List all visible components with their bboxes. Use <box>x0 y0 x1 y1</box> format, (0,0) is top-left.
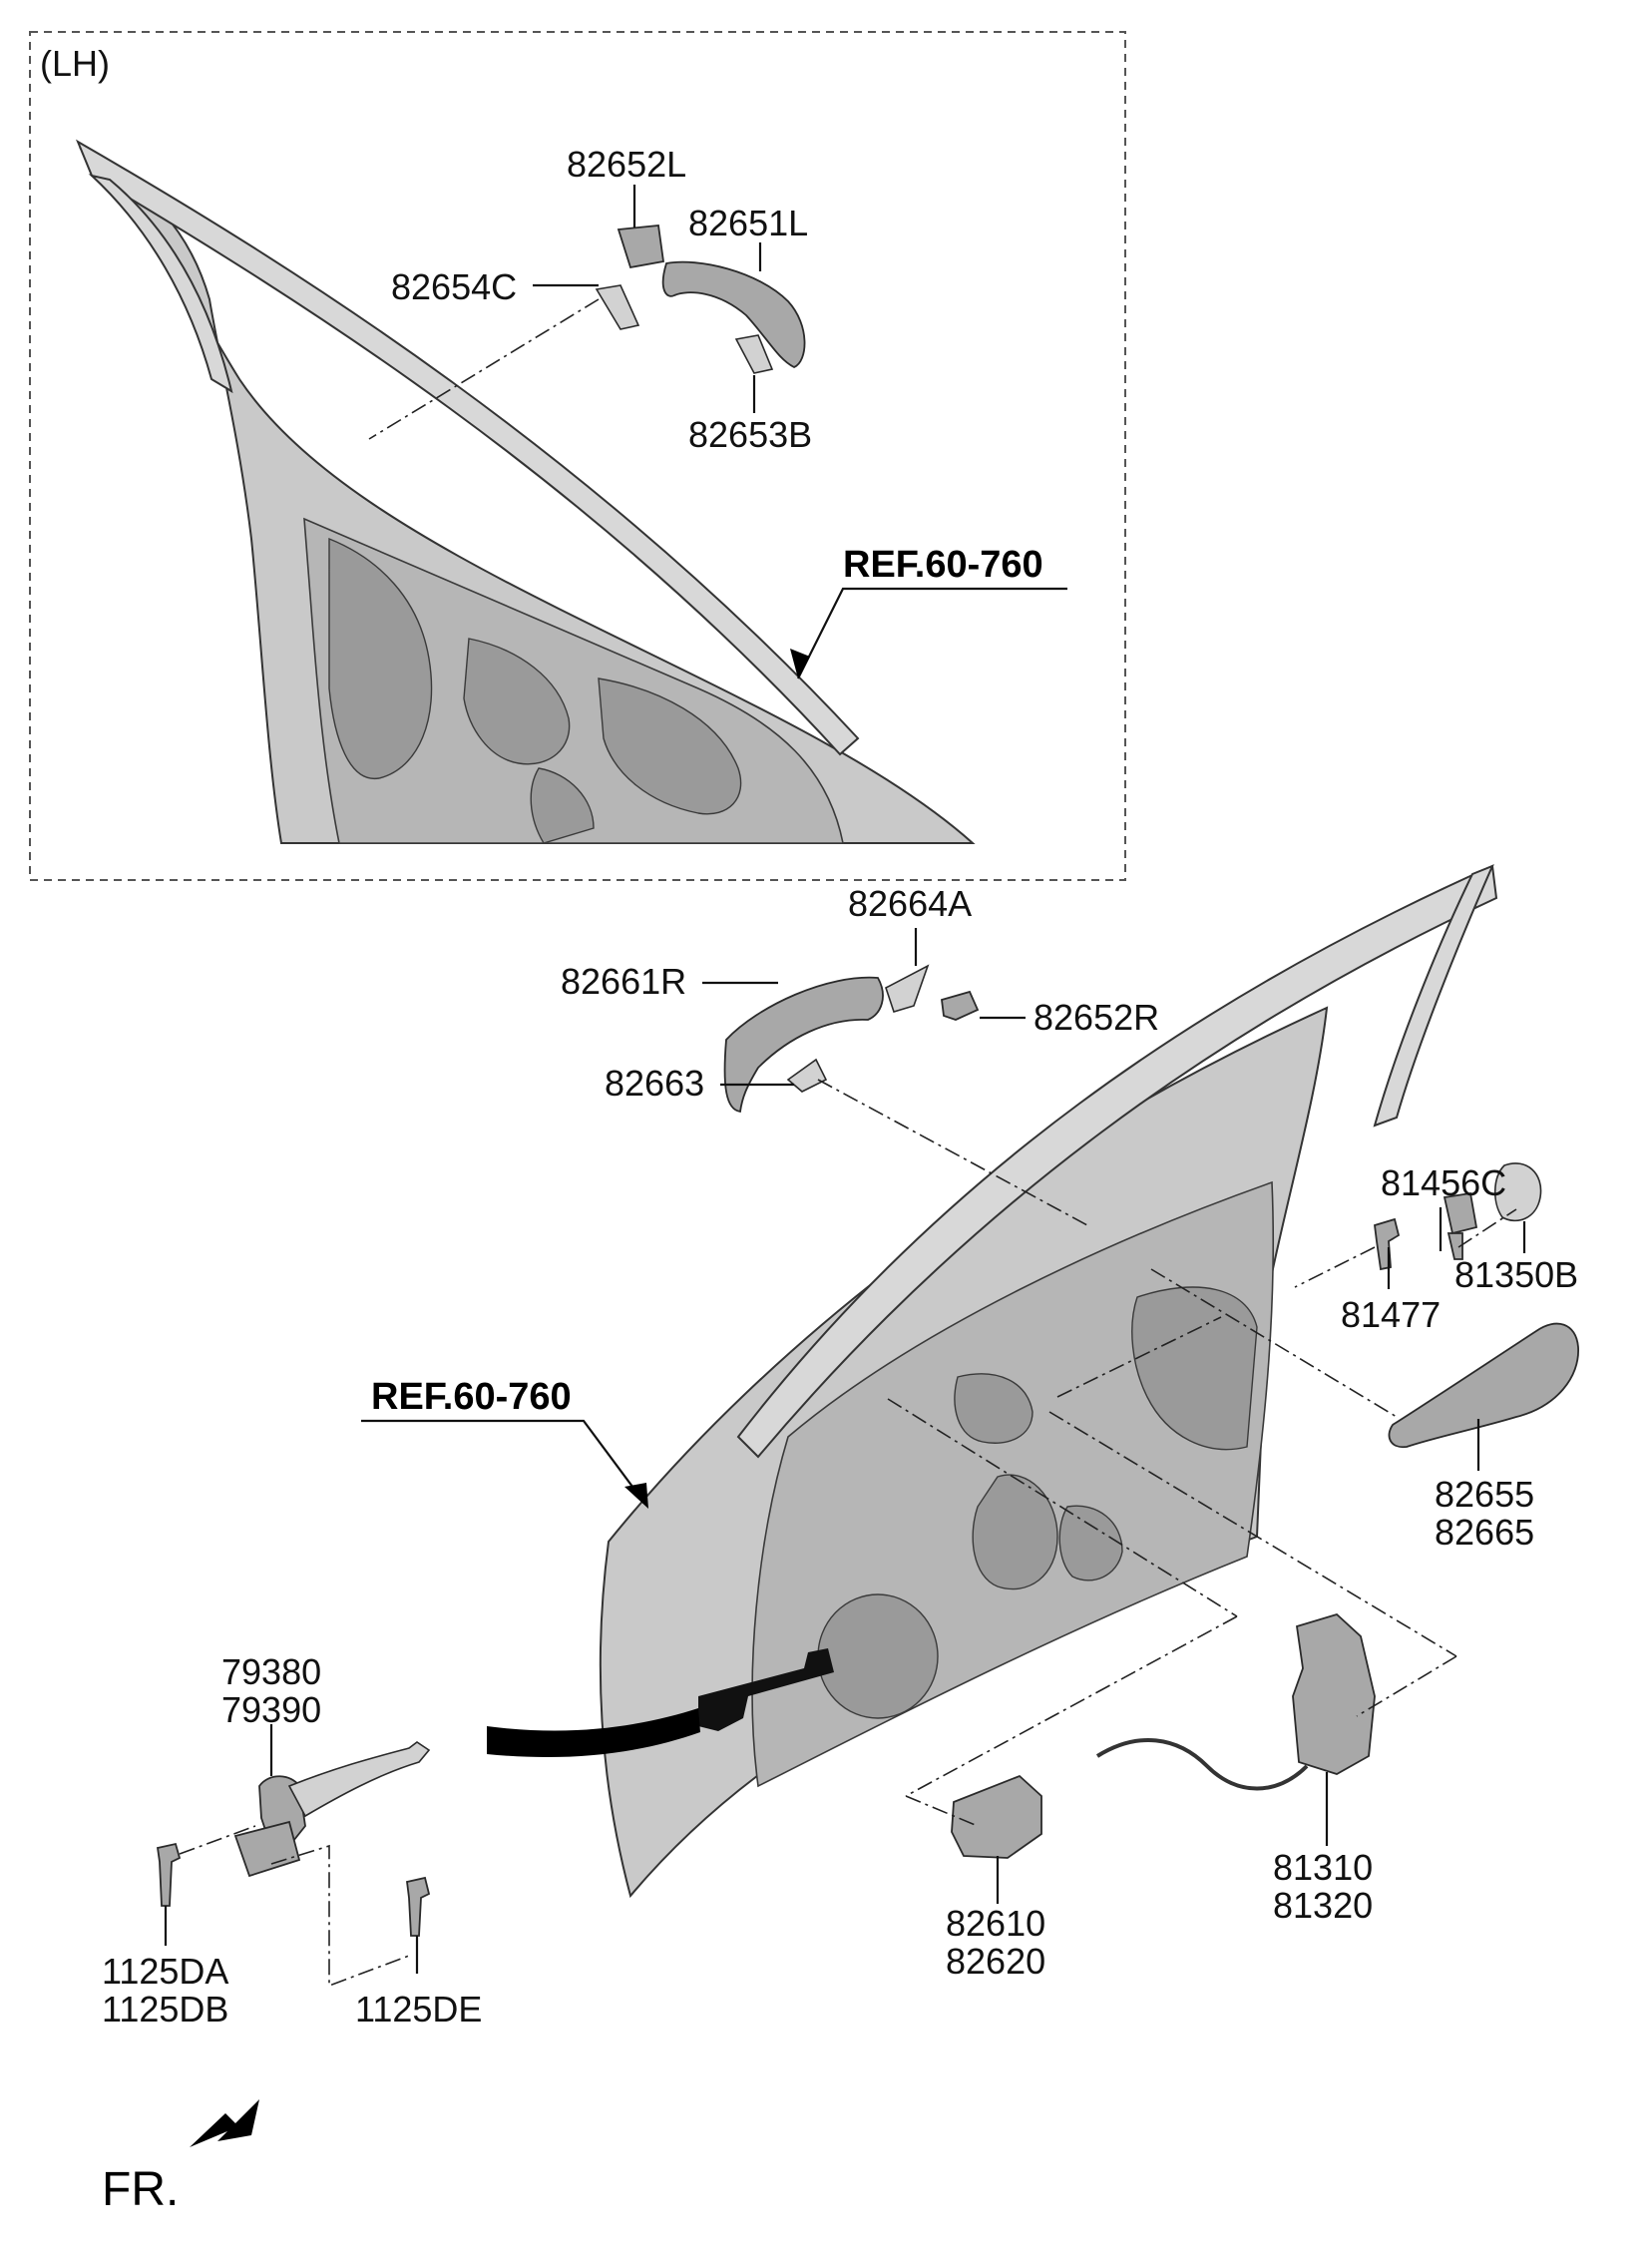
label-82651L: 82651L <box>688 203 808 243</box>
installed-check-arm <box>698 1648 834 1731</box>
label-82654C: 82654C <box>391 266 517 307</box>
label-82663: 82663 <box>605 1063 704 1104</box>
label-82661R: 82661R <box>561 961 686 1002</box>
speaker-opening <box>817 1593 939 1719</box>
label-82610: 82610 <box>946 1903 1045 1944</box>
label-81350B: 81350B <box>1454 1254 1578 1295</box>
label-1125DB: 1125DB <box>102 1989 228 2030</box>
latch-cable <box>1095 1738 1309 1791</box>
label-82665: 82665 <box>1435 1512 1534 1553</box>
handle-base-82655 <box>1388 1322 1579 1449</box>
handle-82661R <box>723 976 884 1114</box>
label-81477: 81477 <box>1341 1294 1441 1335</box>
bolt-1125DE <box>406 1876 431 1937</box>
handle-82651L <box>661 260 806 368</box>
check-base-79380 <box>233 1820 301 1878</box>
label-79380: 79380 <box>221 1651 321 1692</box>
label-1125DE: 1125DE <box>355 1989 482 2030</box>
rh-door-panel <box>487 864 1498 1899</box>
check-arm-79380 <box>287 1741 431 1818</box>
pad-82664A <box>885 964 930 1013</box>
front-arrow-icon <box>190 2099 259 2147</box>
pad-82663 <box>786 1058 828 1093</box>
label-82620: 82620 <box>946 1941 1045 1982</box>
bolt-81477 <box>1374 1217 1401 1271</box>
lh-inset-border <box>29 31 1126 881</box>
label-82664A: 82664A <box>848 883 972 924</box>
cap-82652L <box>617 225 665 269</box>
label-81320: 81320 <box>1273 1885 1373 1926</box>
label-82655: 82655 <box>1435 1474 1534 1515</box>
inset-label: (LH) <box>40 43 110 84</box>
bolt-1125DA <box>156 1842 182 1907</box>
ref-label-lower: REF.60-760 <box>371 1376 572 1418</box>
bolt-81456C <box>1443 1191 1478 1260</box>
pad-82653B <box>734 334 774 374</box>
pad-82654C <box>595 284 640 330</box>
front-indicator: FR. <box>102 2163 179 2216</box>
label-79390: 79390 <box>221 1689 321 1730</box>
label-81310: 81310 <box>1273 1847 1373 1888</box>
label-1125DA: 1125DA <box>102 1951 228 1992</box>
label-82652R: 82652R <box>1033 997 1159 1038</box>
ref-label-upper: REF.60-760 <box>843 544 1043 586</box>
cap-82652R <box>941 990 980 1021</box>
striker-81350B <box>1493 1162 1542 1222</box>
lh-door-panel <box>75 139 976 844</box>
label-82652L: 82652L <box>567 144 686 185</box>
latch-81310 <box>1292 1612 1376 1775</box>
callout-bar <box>487 1708 700 1758</box>
label-82653B: 82653B <box>688 414 812 455</box>
label-81456C: 81456C <box>1381 1162 1506 1203</box>
inside-handle-82610 <box>951 1774 1042 1859</box>
